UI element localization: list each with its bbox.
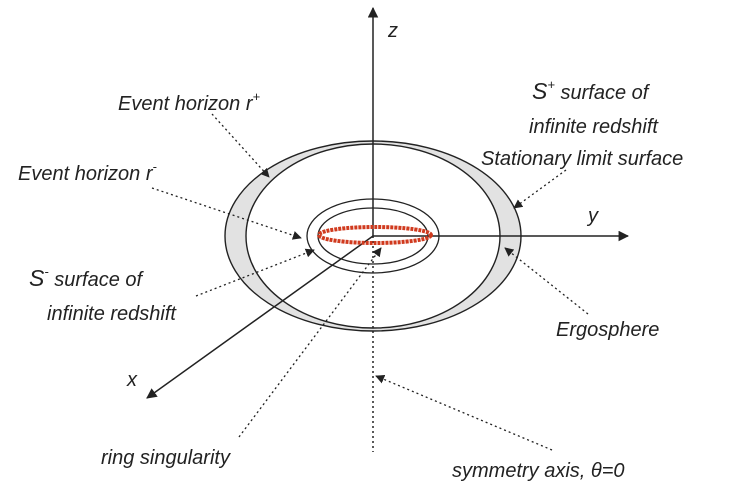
event-horizon-plus-pointer <box>211 113 270 178</box>
s-minus-label: S- surface of <box>29 264 145 291</box>
s-plus-label: S+ surface of <box>532 77 651 104</box>
y-axis-label: y <box>586 205 599 227</box>
stationary-limit-pointer <box>513 169 567 209</box>
ergosphere-label: Ergosphere <box>556 319 659 341</box>
x-axis-label: x <box>126 369 138 391</box>
symmetry-axis-label: symmetry axis, θ=0 <box>452 460 625 482</box>
s-minus-pointer <box>195 248 315 297</box>
s-minus-label-line2: infinite redshift <box>47 303 177 325</box>
ring-singularity-pointer <box>238 247 382 438</box>
ring-singularity-label: ring singularity <box>101 447 231 469</box>
event-horizon-plus-label: Event horizon r+ <box>118 89 261 115</box>
x-axis <box>146 235 374 399</box>
event-horizon-minus-label: Event horizon r- <box>18 159 158 185</box>
ring-singularity <box>317 225 433 245</box>
z-axis-label: z <box>387 20 398 42</box>
ergosphere-pointer <box>504 247 589 315</box>
event-horizon-minus-pointer <box>151 187 302 240</box>
stationary-limit-label: Stationary limit surface <box>481 148 683 170</box>
symmetry-axis-pointer <box>375 374 553 451</box>
s-plus-label-line2: infinite redshift <box>529 116 659 138</box>
